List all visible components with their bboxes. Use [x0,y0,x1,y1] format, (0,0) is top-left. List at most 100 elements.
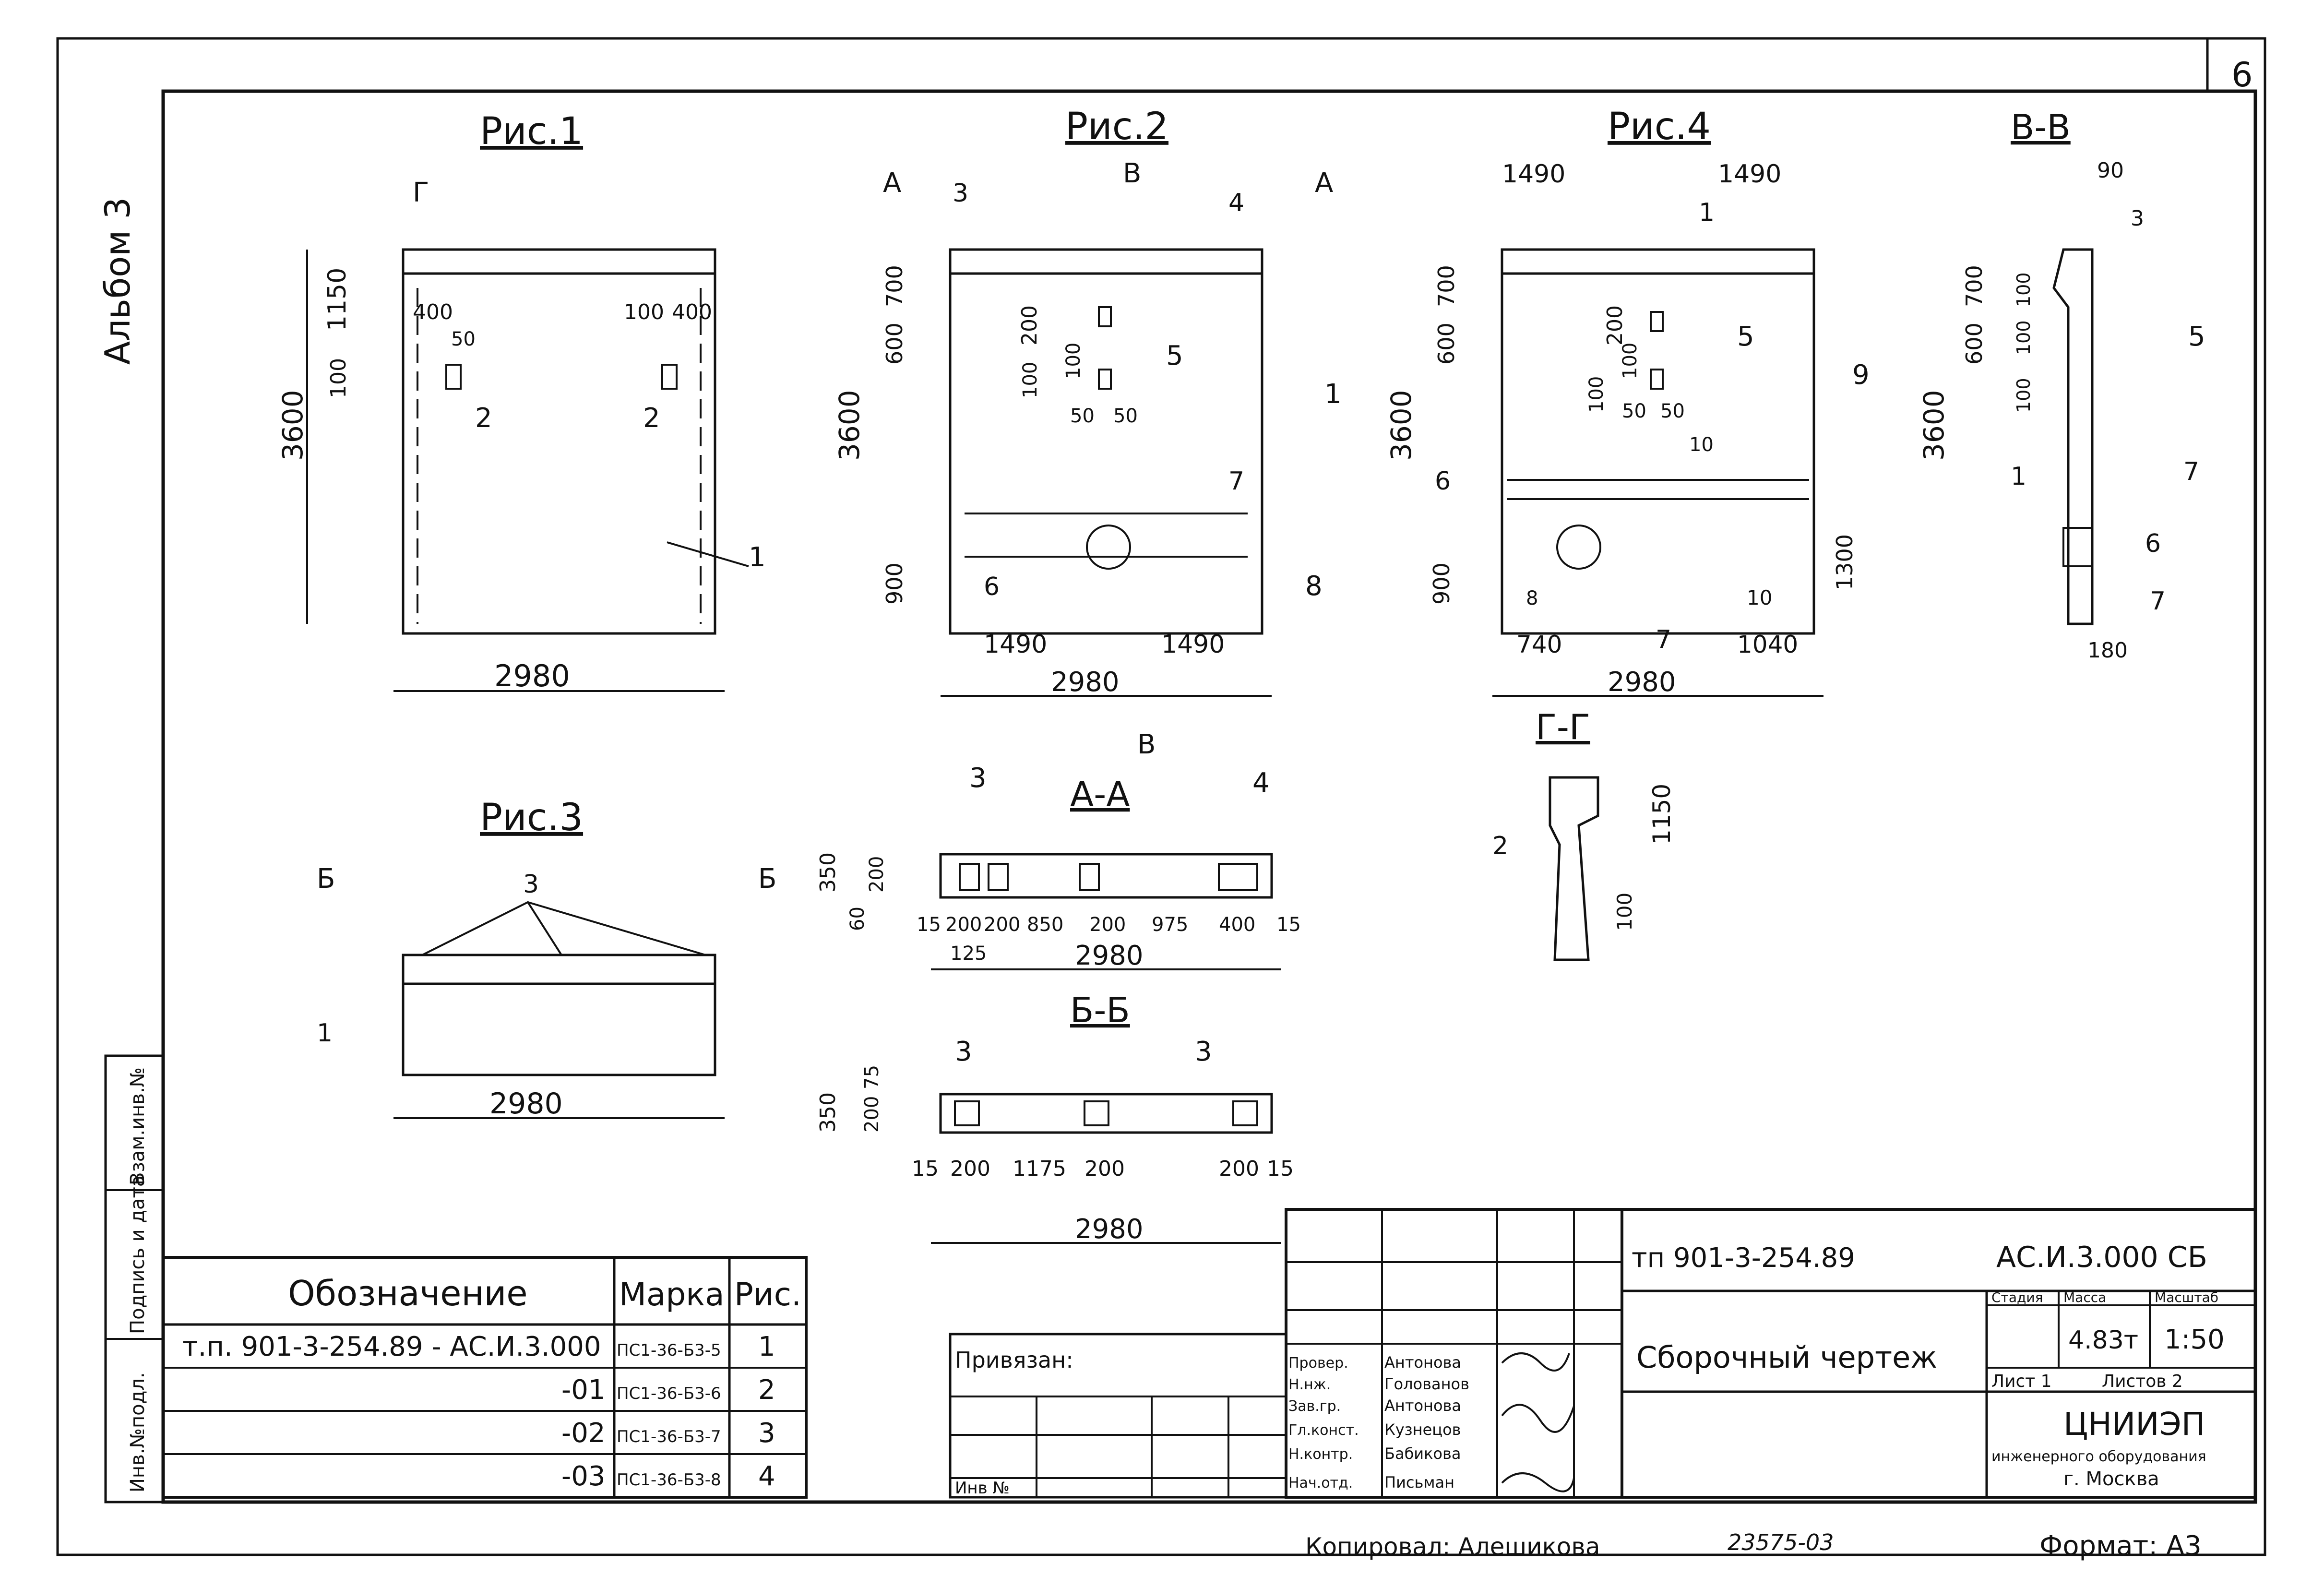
fig1-dim-3600: 3600 [276,390,309,461]
section-gg-dim-100: 100 [1613,893,1636,931]
title-block-frame [1285,1208,2257,1499]
section-vv-callout-7a: 7 [2183,457,2199,486]
section-vv-callout-5: 5 [2188,321,2205,352]
fig4-dim-50a: 50 [1622,400,1646,422]
section-aa-dim-975: 975 [1152,914,1188,936]
binding-label: Привязан: [955,1347,1073,1373]
title-scale: 1:50 [2164,1324,2225,1355]
fig2-section-a-left: А [883,167,901,199]
section-aa-dim-15a: 15 [917,914,941,936]
fig2-title: Рис.2 [1065,105,1168,148]
fig2-section-a-right: А [1315,167,1333,199]
section-aa-dim-60: 60 [846,907,869,931]
spec-table-frame [162,1256,808,1499]
signature-scribble-3 [1501,1472,1575,1492]
figure-3: Рис.3 Б Б 3 1 2980 [317,796,776,1121]
fig2-section-v-top: В [1123,158,1141,189]
spec-row3-fig: 3 [758,1418,775,1449]
fig1-dim-400-left: 400 [413,300,453,324]
fig4-dim-8: 8 [1526,587,1538,609]
fig2-loop-top [1098,306,1112,327]
fig2-pipe-opening [1086,525,1131,570]
section-aa-title: А-А [1070,774,1130,814]
section-vv-dim-100b: 100 [2013,320,2034,355]
fig2-dim-50b: 50 [1113,405,1138,427]
title-stage-label: Стадия [1991,1289,2043,1305]
title-org-city: г. Москва [2063,1468,2159,1490]
section-vv-dim-600: 600 [1961,322,1987,365]
section-aa-dim-125: 125 [950,943,987,965]
section-gg-callout-2: 2 [1492,832,1508,860]
spec-row2-designation: -01 [561,1374,605,1406]
title-org-name: ЦНИИЭП [2063,1406,2205,1443]
fig3-section-left: Б [317,863,335,895]
section-aa: А-А 3 4 350 200 60 15 200 200 850 200 97… [816,763,1301,971]
section-bb-dim-15a: 15 [912,1157,939,1181]
section-aa-dim-850: 850 [1027,914,1063,936]
sig-role-2: Н.нж. [1288,1376,1331,1393]
fig2-dim-700: 700 [882,265,907,307]
section-bb-body [939,1093,1273,1134]
section-vv-dim-100a: 100 [2013,272,2034,307]
fig1-leader-1 [667,541,749,567]
section-aa-dim-15b: 15 [1276,914,1301,936]
left-margin-vzam: Взам.инв.№ [127,1067,149,1185]
spec-row4-fig: 4 [758,1461,775,1492]
section-aa-dim-200c: 200 [1089,914,1126,936]
fig2-dim-100b: 100 [1062,343,1085,379]
fig4-dim-10-top: 10 [1689,434,1714,456]
signature-scribble-1 [1501,1352,1570,1372]
format-label: Формат: А3 [2039,1530,2202,1562]
fig4-callout-6: 6 [1435,467,1451,496]
fig4-dim-1490a: 1490 [1502,160,1565,189]
section-bb-callout-3a: 3 [955,1036,972,1067]
section-bb-dim-350: 350 [816,1092,840,1133]
section-vv-dim-700: 700 [1961,265,1987,307]
section-vv-title: В-В [2011,107,2071,147]
fig2-callout-7: 7 [1228,467,1244,496]
section-gg-dim-1150: 1150 [1648,784,1676,845]
fig4-dim-1300: 1300 [1832,534,1858,590]
section-bb-loop-2 [1084,1100,1109,1126]
fig1-dim-100-right: 100 [624,300,664,324]
spec-row1-mark: ПС1-36-Б3-5 [617,1341,721,1360]
sig-name-1: Антонова [1384,1353,1461,1372]
fig2-section-v-bottom: В [1137,729,1156,760]
section-vv-dim-3600: 3600 [1918,390,1950,461]
section-bb-dim-200b: 200 [1085,1157,1125,1181]
sig-name-2: Голованов [1384,1375,1469,1393]
fig4-panel [1501,248,1815,635]
sig-role-5: Н.контр. [1288,1446,1353,1463]
section-bb-dim-15b: 15 [1267,1157,1294,1181]
fig1-dim-50: 50 [451,328,476,350]
inner-frame [161,89,2257,1504]
section-aa-dim-200b: 200 [984,914,1020,936]
spec-header-mark: Марка [619,1276,725,1313]
section-vv: В-В 90 700 600 100 100 100 3600 180 1 3 … [1918,107,2205,663]
fig2-loop-bottom [1098,369,1112,390]
fig4-callout-9: 9 [1852,359,1870,391]
fig3-section-right: Б [758,863,776,895]
spec-header-designation: Обозначение [288,1273,528,1313]
spec-row2-mark: ПС1-36-Б3-6 [617,1384,721,1403]
spec-row3-mark: ПС1-36-Б3-7 [617,1427,721,1446]
section-bb: Б-Б 3 3 75 350 200 15 200 1175 200 200 1… [816,990,1294,1245]
section-bb-loop-1 [954,1100,980,1126]
sig-name-5: Бабикова [1384,1444,1461,1463]
section-vv-callout-7b: 7 [2150,587,2166,616]
spec-header-fig: Рис. [734,1276,801,1313]
section-aa-pipe [1218,863,1258,891]
fig2-panel [949,248,1263,635]
fig3-leader-3b [527,901,706,956]
title-mass-label: Масса [2063,1289,2106,1305]
fig4-title: Рис.4 [1608,105,1711,148]
fig4-dim-1490b: 1490 [1718,160,1781,189]
fig2-callout-4: 4 [1228,189,1244,217]
fig3-leader-3a [422,901,562,956]
section-bb-loop-3 [1232,1100,1258,1126]
signature-scribble-2 [1501,1404,1575,1433]
section-bb-dim-2980: 2980 [1075,1214,1144,1245]
fig2-dim-1490a: 1490 [984,630,1047,659]
fig1-dim-1150: 1150 [323,268,352,331]
sheet-corner-number: 6 [2231,55,2253,95]
